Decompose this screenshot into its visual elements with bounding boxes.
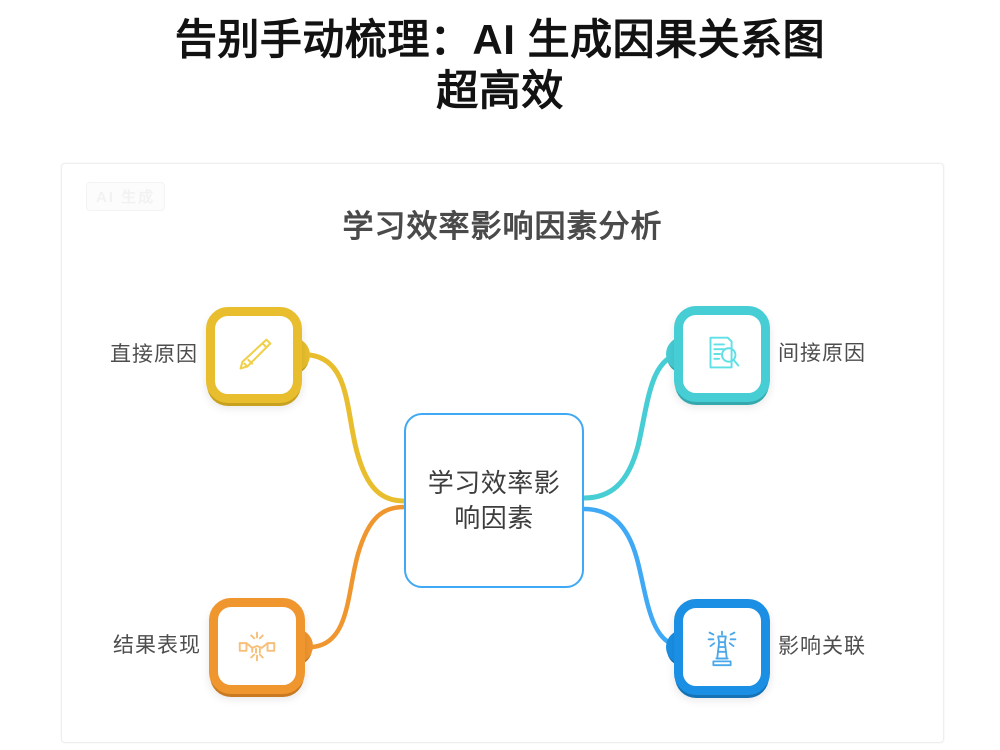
ai-generated-watermark: AI 生成: [86, 182, 166, 211]
node-impact-association-label: 影响关联: [778, 635, 866, 658]
node-direct-cause[interactable]: 直接原因: [110, 307, 310, 403]
node-indirect-cause[interactable]: 间接原因: [666, 306, 865, 402]
node-direct-cause-box[interactable]: [206, 307, 302, 403]
node-result-performance-label: 结果表现: [113, 634, 201, 657]
node-direct-cause-label: 直接原因: [110, 343, 198, 366]
diagram-title: 学习效率影响因素分析: [342, 209, 663, 244]
lighthouse-icon: [707, 630, 737, 667]
node-result-performance[interactable]: 结果表现: [113, 598, 313, 694]
handshake-icon: [238, 631, 276, 662]
diagram-card: AI 生成 学习效率影响因素分析 学习效率影响因素: [61, 163, 944, 743]
node-impact-association-box[interactable]: [674, 599, 770, 695]
node-impact-association[interactable]: 影响关联: [666, 599, 865, 695]
center-node[interactable]: 学习效率影响因素: [404, 413, 584, 588]
node-indirect-cause-label: 间接原因: [778, 342, 866, 365]
edge-layer: [307, 351, 685, 650]
edge-indirect-to-center: [581, 351, 685, 501]
document-search-icon: [709, 336, 740, 369]
node-indirect-cause-box[interactable]: [674, 306, 770, 402]
page-title-line-1: 告别手动梳理：AI 生成因果关系图: [174, 16, 826, 63]
center-node-label: 学习效率影响因素: [427, 468, 561, 533]
node-result-performance-box[interactable]: [209, 598, 305, 694]
edge-direct-to-center: [307, 352, 407, 504]
mindmap-canvas: 学习效率影响因素 直接原因: [62, 164, 943, 742]
edge-impact-to-center: [581, 506, 685, 649]
pencil-icon: [239, 338, 272, 370]
page-title: 告别手动梳理：AI 生成因果关系图 超高效: [0, 14, 1000, 116]
page-title-line-2: 超高效: [436, 67, 564, 115]
edge-result-to-center: [309, 504, 407, 650]
